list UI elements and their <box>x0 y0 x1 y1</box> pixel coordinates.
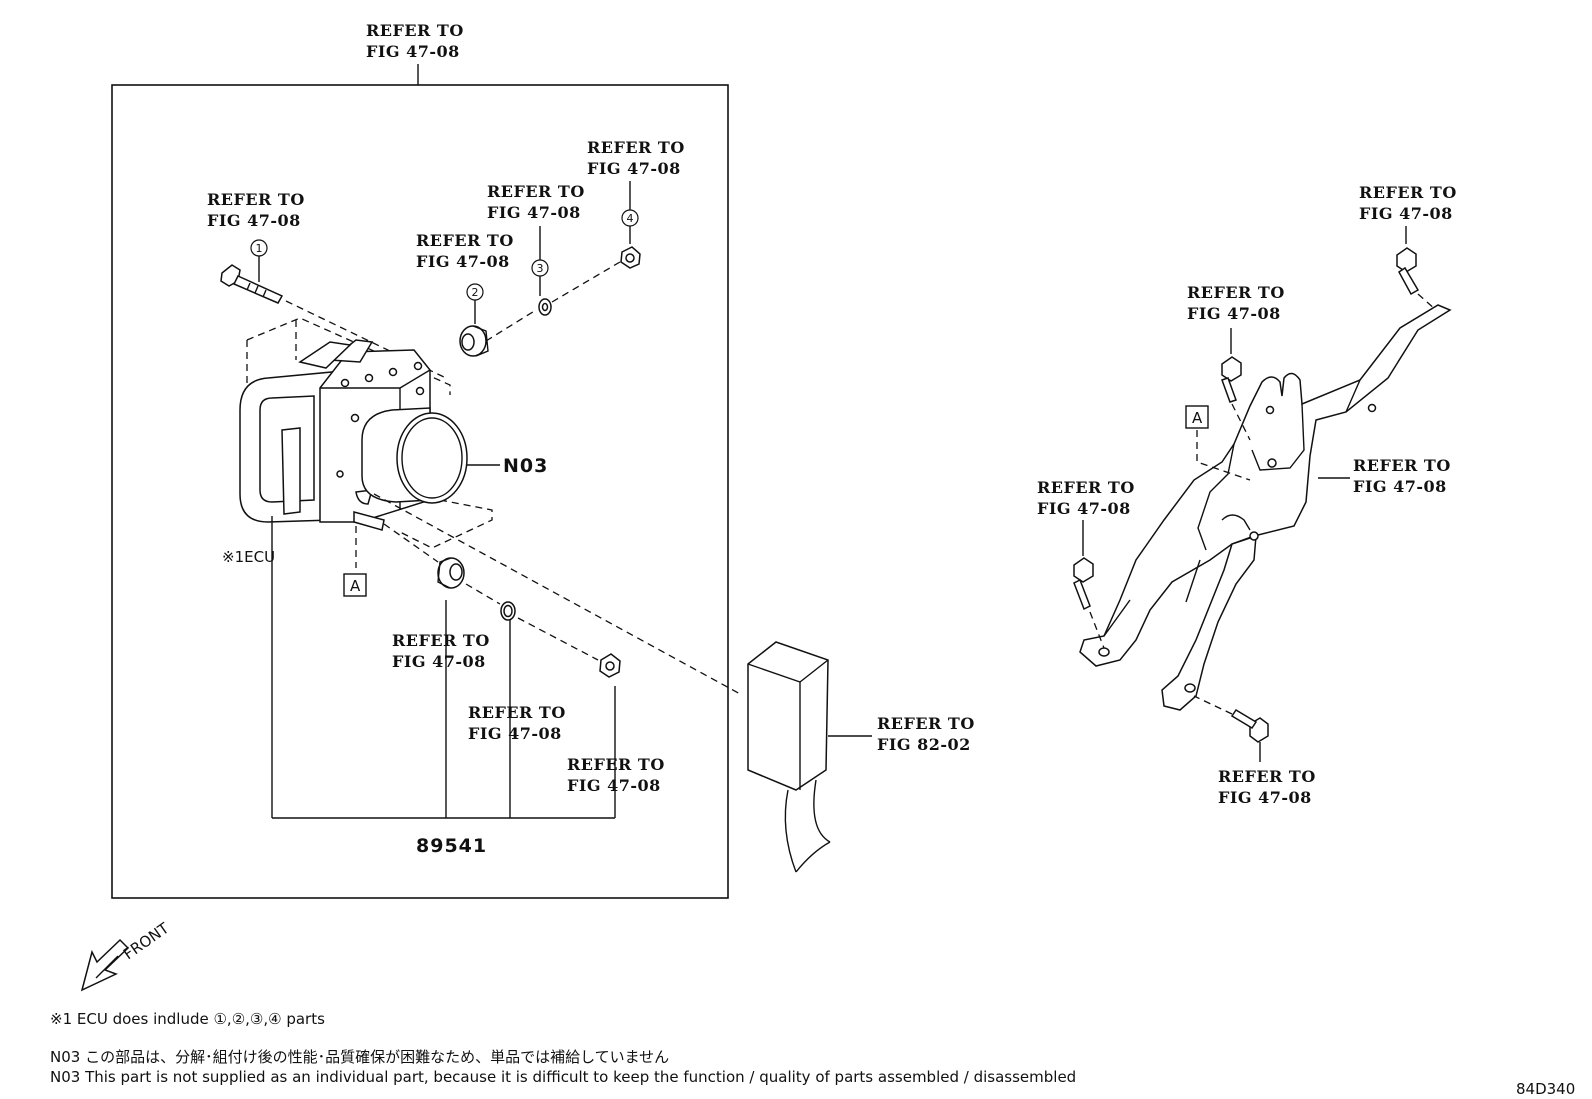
bracket-bolt-bottom[interactable] <box>1230 708 1269 743</box>
part-number-89541[interactable]: 89541 <box>416 835 487 857</box>
refer-nut-l1[interactable]: REFER TO <box>567 755 665 774</box>
washer-lower[interactable] <box>500 601 516 621</box>
refer-nut-l2[interactable]: FIG 47-08 <box>567 776 661 795</box>
figure-id: 84D340 <box>1516 1080 1575 1098</box>
refer-top-box-l1[interactable]: REFER TO <box>366 21 464 40</box>
bracket-bolt-left[interactable] <box>1073 557 1094 611</box>
refer-br-left-l2[interactable]: FIG 47-08 <box>1037 499 1131 518</box>
n03-label[interactable]: N03 <box>503 455 548 477</box>
refer-p1-l1[interactable]: REFER TO <box>207 190 305 209</box>
refer-p1-l2[interactable]: FIG 47-08 <box>207 211 301 230</box>
refer-p2-l2[interactable]: FIG 47-08 <box>416 252 510 271</box>
refer-br-bottom-l2[interactable]: FIG 47-08 <box>1218 788 1312 807</box>
refer-washer-l1[interactable]: REFER TO <box>468 703 566 722</box>
refer-p2-l1[interactable]: REFER TO <box>416 231 514 250</box>
refer-p4-l1[interactable]: REFER TO <box>587 138 685 157</box>
refer-grommet-l1[interactable]: REFER TO <box>392 631 490 650</box>
front-arrow-icon <box>80 938 130 992</box>
callout-2: 2 <box>466 283 484 324</box>
ref-a-box-right <box>1185 405 1209 429</box>
grommet-lower[interactable] <box>437 557 465 589</box>
callout-4: 4 <box>621 181 639 244</box>
ref-a-box-left <box>343 573 367 597</box>
callout-3: 3 <box>531 226 549 296</box>
ref-a-left: A <box>350 577 361 595</box>
refer-br-bolt-mid-l2[interactable]: FIG 47-08 <box>1187 304 1281 323</box>
refer-br-top-l2[interactable]: FIG 47-08 <box>1359 204 1453 223</box>
ecu-label[interactable]: ※1ECU <box>222 548 275 566</box>
refer-br-right-l2[interactable]: FIG 47-08 <box>1353 477 1447 496</box>
refer-br-left-l1[interactable]: REFER TO <box>1037 478 1135 497</box>
refer-p3-l2[interactable]: FIG 47-08 <box>487 203 581 222</box>
assembly-frame <box>111 84 729 899</box>
washer-3[interactable] <box>538 298 552 316</box>
refer-br-top-l1[interactable]: REFER TO <box>1359 183 1457 202</box>
front-label: FRONT <box>120 919 173 964</box>
ref-a-right: A <box>1192 409 1203 427</box>
wire-harness-connector[interactable] <box>747 641 831 873</box>
svg-text:1: 1 <box>256 242 263 255</box>
svg-text:4: 4 <box>627 212 634 225</box>
refer-connector-l2[interactable]: FIG 82-02 <box>877 735 971 754</box>
note-n03-jp: N03 この部品は、分解･組付け後の性能･品質確保が困難なため、単品では補給して… <box>50 1048 669 1066</box>
note-ecu: ※1 ECU does indlude ①,②,③,④ parts <box>50 1010 325 1028</box>
grommet-2[interactable] <box>459 325 489 357</box>
refer-br-bolt-mid-l1[interactable]: REFER TO <box>1187 283 1285 302</box>
refer-grommet-l2[interactable]: FIG 47-08 <box>392 652 486 671</box>
refer-br-bottom-l1[interactable]: REFER TO <box>1218 767 1316 786</box>
actuator-bracket[interactable] <box>1079 304 1452 711</box>
bracket-bolt-mid[interactable] <box>1221 356 1242 403</box>
refer-br-right-l1[interactable]: REFER TO <box>1353 456 1451 475</box>
svg-text:2: 2 <box>472 286 479 299</box>
abs-actuator[interactable] <box>239 317 493 549</box>
bracket-bolt-top[interactable] <box>1396 247 1420 296</box>
bolt-1[interactable] <box>220 264 284 304</box>
refer-washer-l2[interactable]: FIG 47-08 <box>468 724 562 743</box>
refer-p4-l2[interactable]: FIG 47-08 <box>587 159 681 178</box>
svg-text:3: 3 <box>537 262 544 275</box>
refer-p3-l1[interactable]: REFER TO <box>487 182 585 201</box>
refer-top-box-l2[interactable]: FIG 47-08 <box>366 42 460 61</box>
note-n03-en: N03 This part is not supplied as an indi… <box>50 1068 1076 1086</box>
callout-1: 1 <box>250 239 268 282</box>
nut-4[interactable] <box>620 246 641 269</box>
nut-lower[interactable] <box>599 653 621 678</box>
refer-connector-l1[interactable]: REFER TO <box>877 714 975 733</box>
